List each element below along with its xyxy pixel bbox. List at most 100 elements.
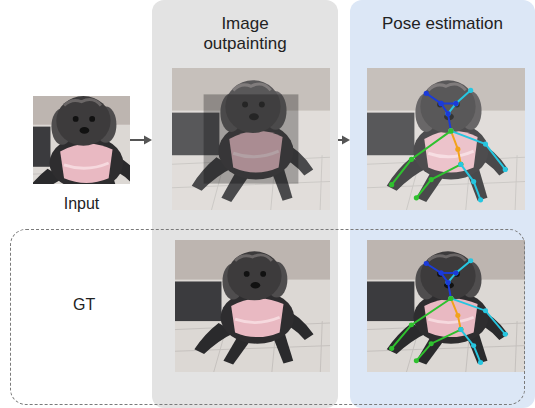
gt-pose-image-part — [420, 251, 475, 300]
pose-image-part — [448, 128, 453, 133]
pose-image-part — [438, 101, 443, 106]
pose-image-part — [414, 195, 419, 200]
outpainted-image-part — [172, 68, 330, 210]
gt-pose-image-part — [392, 298, 451, 348]
gt-pose-image-part — [451, 298, 505, 334]
pose-image-part — [426, 93, 451, 131]
gt-pose-image-part — [424, 261, 429, 266]
pose-image-part — [471, 179, 476, 184]
pose-image-part — [453, 101, 458, 106]
pose-image-part — [448, 128, 453, 133]
input-image-part — [56, 96, 110, 146]
gt-pose-image-part — [455, 313, 460, 318]
gt-pose-image-part — [458, 327, 463, 332]
gt-pose-image — [367, 240, 525, 372]
stage-panel: Pose estimation — [350, 0, 535, 408]
gt-pose-image-part — [471, 343, 476, 348]
pose-image-part — [445, 111, 450, 116]
gt-pose-image-part — [451, 298, 461, 329]
gt-pose-image-part — [429, 341, 434, 346]
panel-title: Pose estimation — [378, 14, 508, 34]
gt-image-part — [251, 282, 261, 289]
pose-image-part — [389, 182, 394, 187]
input-image-part — [64, 163, 109, 168]
gt-group: GT — [10, 229, 525, 405]
flow-arrow — [338, 136, 350, 145]
gt-pose-image-part — [448, 296, 453, 301]
pose-image-part — [448, 128, 453, 133]
pose-image-part — [458, 162, 463, 167]
input-image-part — [33, 96, 130, 184]
outpainted-image-part — [204, 94, 299, 183]
gt-pose-image-part — [445, 280, 450, 285]
gt-pose-image-part — [445, 280, 450, 285]
pose-image — [367, 68, 525, 210]
gt-pose-image-part — [414, 358, 419, 363]
pose-image-part — [367, 68, 525, 210]
gt-image-part — [175, 281, 222, 321]
gt-pose-image-part — [367, 240, 525, 372]
gt-image-part — [235, 317, 280, 322]
gt-pose-image-part — [416, 330, 460, 361]
gt-pose-image-part — [426, 264, 451, 299]
pose-image-part — [416, 164, 460, 197]
gt-pose-image-part — [428, 255, 466, 261]
outpainted-image-part — [172, 68, 330, 210]
gt-pose-image-part — [461, 330, 481, 363]
outpainted-image — [172, 68, 330, 210]
stage-panel: Image outpainting — [152, 0, 338, 408]
gt-pose-image-part — [448, 261, 471, 283]
pose-image-part — [429, 177, 434, 182]
gt-pose-image-part — [438, 271, 443, 276]
pose-image-part — [392, 131, 451, 185]
flow-arrow — [130, 136, 152, 145]
gt-pose-image-part — [478, 360, 483, 365]
flow-arrow-part — [130, 139, 146, 141]
gt-pose-image-part — [503, 332, 508, 337]
gt-image-part — [175, 240, 330, 372]
gt-pose-image-part — [458, 327, 463, 332]
pose-image-part — [478, 197, 483, 202]
gt-pose-image-part — [458, 327, 463, 332]
pose-image-part — [445, 111, 450, 116]
flow-arrow-part — [342, 136, 350, 145]
gt-pose-image-part — [367, 281, 414, 321]
gt-image-part — [231, 298, 283, 337]
image-label: Input — [64, 195, 100, 213]
gt-image-part — [244, 271, 250, 277]
group-label: GT — [73, 296, 95, 314]
pose-image-part — [424, 91, 429, 96]
flow-arrow-part — [144, 136, 152, 145]
pose-image-part — [503, 167, 508, 172]
input-image-part — [60, 144, 112, 183]
gt-pose-image-part — [448, 296, 453, 301]
pose-image-part — [458, 162, 463, 167]
gt-pose-image-part — [448, 296, 453, 301]
gt-pose-image-part — [483, 308, 488, 313]
pose-image-part — [448, 90, 471, 113]
gt-pose-image-part — [468, 258, 473, 263]
gt-image-part — [227, 251, 281, 300]
gt-image-part — [260, 271, 266, 277]
pose-image-part — [453, 101, 458, 106]
input-image-part — [80, 127, 90, 134]
gt-pose-image-part — [428, 317, 473, 322]
gt-pose-image-part — [438, 271, 443, 276]
pose-image-part — [483, 141, 488, 146]
pose-image-part — [458, 162, 463, 167]
pose-image-part — [448, 128, 453, 133]
gt-pose-image-part — [454, 271, 460, 277]
pose-image-part — [409, 157, 414, 162]
input-node: Input — [33, 96, 130, 213]
panel-title: Image outpainting — [180, 14, 310, 53]
input-image-part — [33, 127, 50, 167]
pose-image-part — [455, 147, 460, 152]
pose-image-part — [451, 131, 461, 164]
input-image-part — [64, 100, 101, 106]
pose-image-part — [451, 131, 505, 170]
input-image — [33, 96, 130, 184]
pose-image-part — [367, 68, 525, 210]
gt-pose-image-part — [453, 271, 458, 276]
input-image-part — [73, 116, 79, 122]
gt-pose-image-part — [448, 296, 453, 301]
